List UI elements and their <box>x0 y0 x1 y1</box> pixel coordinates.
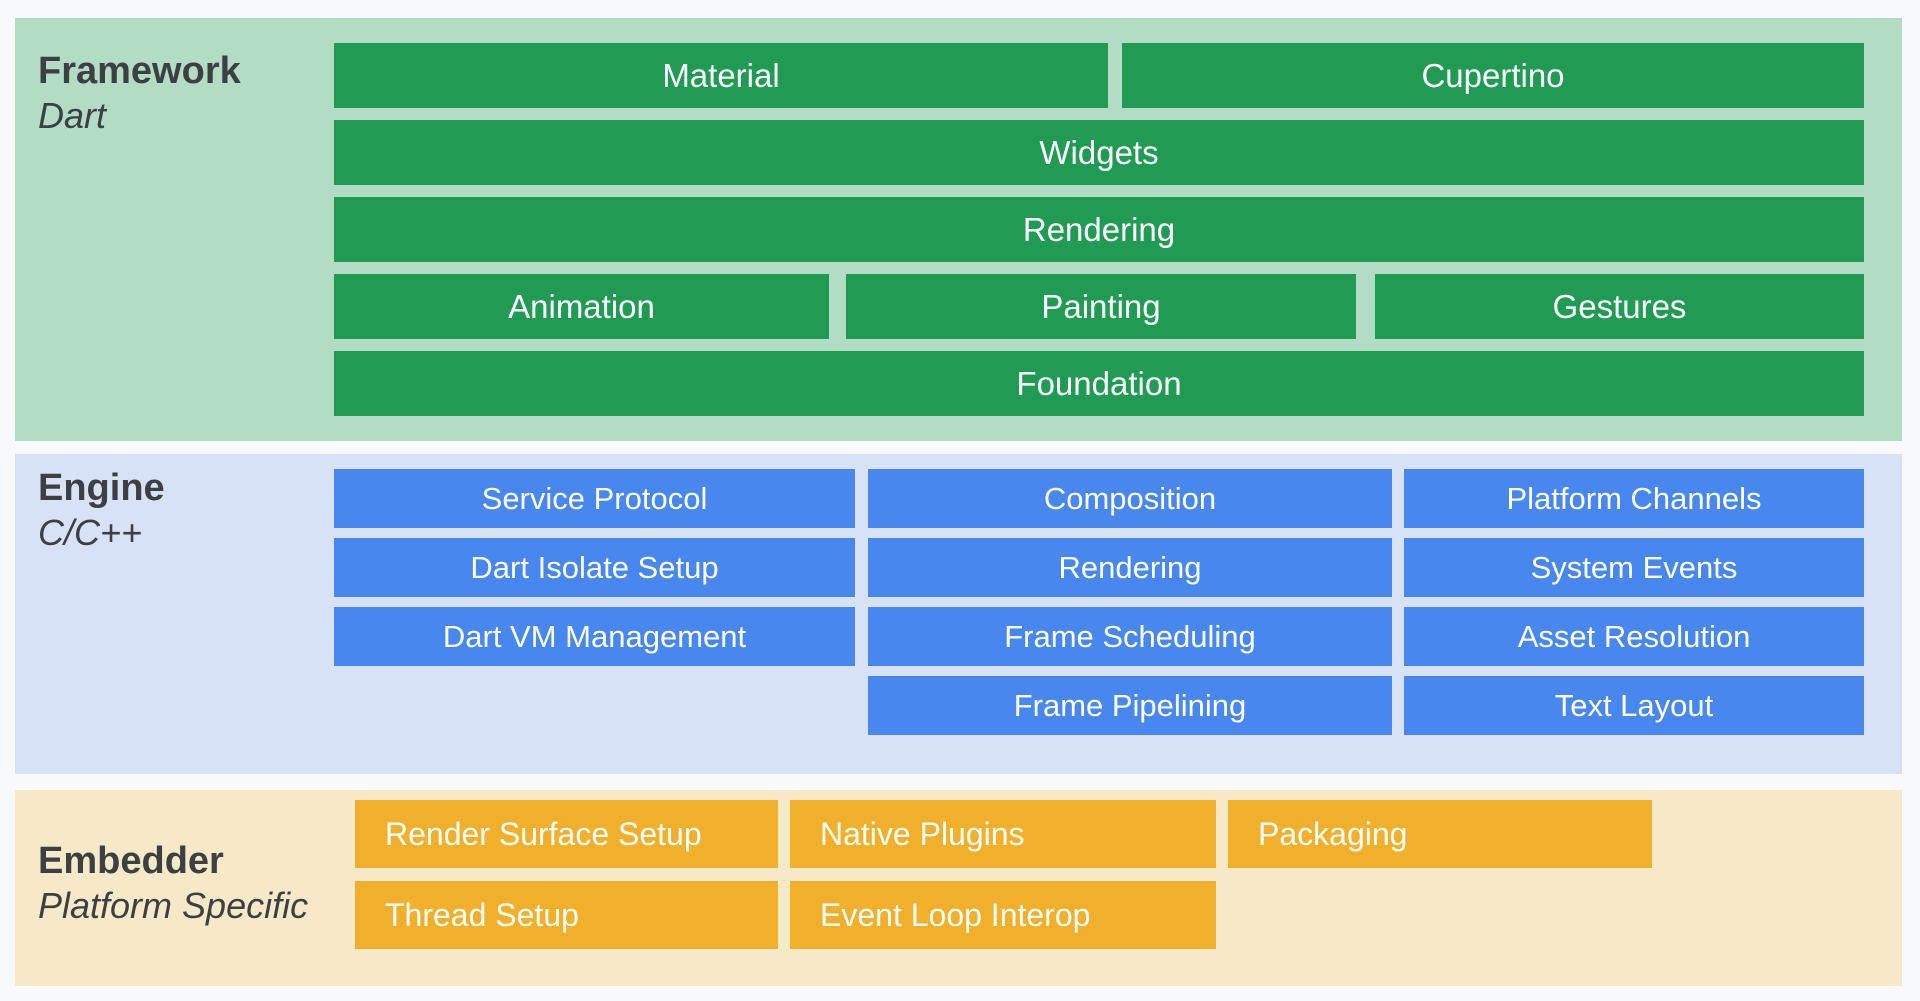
box-rendering-engine: Rendering <box>868 538 1392 597</box>
box-material: Material <box>334 43 1108 108</box>
box-frame-pipelining: Frame Pipelining <box>868 676 1392 735</box>
framework-layer-language: Dart <box>38 95 107 136</box>
framework-layer-panel: Framework Dart Material Cupertino Widget… <box>15 18 1902 441</box>
box-dart-vm-management: Dart VM Management <box>334 607 855 666</box>
embedder-layer-language: Platform Specific <box>38 885 309 926</box>
box-widgets: Widgets <box>334 120 1864 185</box>
box-event-loop-interop: Event Loop Interop <box>790 881 1216 949</box>
box-dart-isolate-setup: Dart Isolate Setup <box>334 538 855 597</box>
engine-layer-title: Engine <box>38 467 165 509</box>
box-platform-channels: Platform Channels <box>1404 469 1864 528</box>
embedder-layer-panel: Embedder Platform Specific Render Surfac… <box>15 790 1902 986</box>
box-service-protocol: Service Protocol <box>334 469 855 528</box>
box-foundation: Foundation <box>334 351 1864 416</box>
embedder-layer-title: Embedder <box>38 840 224 882</box>
box-asset-resolution: Asset Resolution <box>1404 607 1864 666</box>
box-cupertino: Cupertino <box>1122 43 1864 108</box>
box-frame-scheduling: Frame Scheduling <box>868 607 1392 666</box>
engine-layer-language: C/C++ <box>38 512 143 553</box>
embedder-layer-label: Embedder Platform Specific <box>38 838 308 928</box>
framework-layer-title: Framework <box>38 50 241 92</box>
box-system-events: System Events <box>1404 538 1864 597</box>
box-text-layout: Text Layout <box>1404 676 1864 735</box>
box-gestures: Gestures <box>1375 274 1864 339</box>
box-painting: Painting <box>846 274 1356 339</box>
box-animation: Animation <box>334 274 829 339</box>
engine-layer-panel: Engine C/C++ Service Protocol Compositio… <box>15 454 1902 774</box>
framework-layer-label: Framework Dart <box>38 48 241 138</box>
box-render-surface-setup: Render Surface Setup <box>355 800 778 868</box>
box-thread-setup: Thread Setup <box>355 881 778 949</box>
engine-layer-label: Engine C/C++ <box>38 465 165 555</box>
box-native-plugins: Native Plugins <box>790 800 1216 868</box>
box-packaging: Packaging <box>1228 800 1652 868</box>
box-composition: Composition <box>868 469 1392 528</box>
box-rendering-framework: Rendering <box>334 197 1864 262</box>
